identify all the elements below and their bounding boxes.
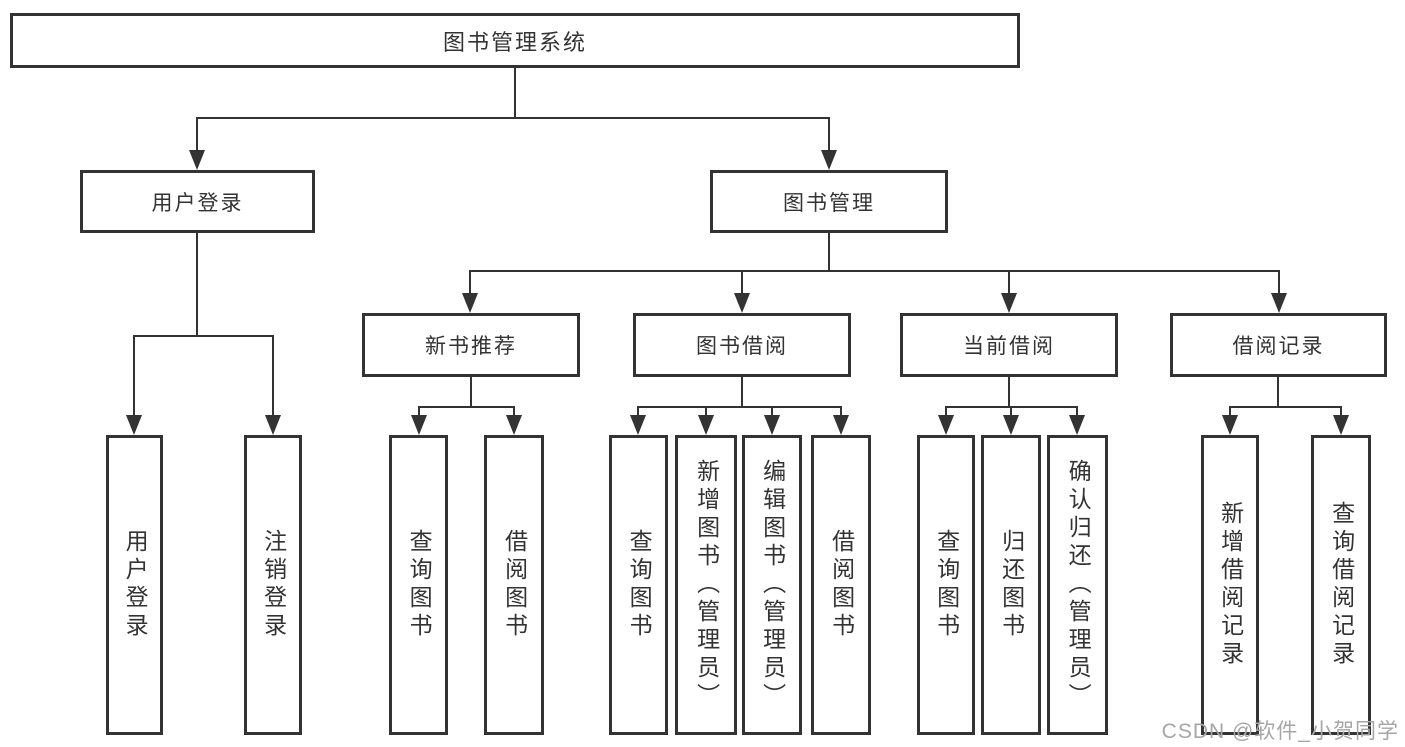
leaf-label: 查询图书 xyxy=(933,529,960,641)
connector-hline xyxy=(418,406,515,408)
connector-vline xyxy=(828,233,830,271)
connector-arrowhead xyxy=(1069,415,1085,435)
leaf-borrow-books-1: 借阅图书 xyxy=(484,435,544,735)
connector-vline xyxy=(1277,377,1279,407)
leaf-label: 确认归还（管理员） xyxy=(1065,459,1092,711)
node-borrow-records: 借阅记录 xyxy=(1170,313,1387,377)
connector-vline xyxy=(637,406,639,416)
connector-vline xyxy=(1340,406,1342,416)
connector-vline xyxy=(1278,270,1280,294)
leaf-user-login: 用户登录 xyxy=(106,435,163,735)
node-book-management: 图书管理 xyxy=(710,170,948,233)
connector-hline xyxy=(637,406,842,408)
leaf-query-books-3: 查询图书 xyxy=(917,435,975,735)
node-library-management-system: 图书管理系统 xyxy=(10,13,1020,68)
leaf-label: 查询借阅记录 xyxy=(1328,501,1355,669)
csdn-watermark: CSDN @软件_小贺同学 xyxy=(1161,720,1399,743)
connector-vline xyxy=(513,406,515,416)
leaf-add-borrow-record: 新增借阅记录 xyxy=(1201,435,1259,735)
leaf-label: 新增图书（管理员） xyxy=(693,459,720,711)
connector-hline xyxy=(469,270,1279,272)
node-label: 当前借阅 xyxy=(963,335,1055,358)
connector-vline xyxy=(469,270,471,294)
node-label: 图书管理 xyxy=(783,191,875,215)
leaf-query-borrow-record: 查询借阅记录 xyxy=(1311,435,1371,735)
connector-arrowhead xyxy=(764,415,780,435)
connector-arrowhead xyxy=(698,415,714,435)
leaf-query-books-2: 查询图书 xyxy=(609,435,668,735)
leaf-borrow-books-2: 借阅图书 xyxy=(811,435,871,735)
connector-vline xyxy=(1229,406,1231,416)
connector-vline xyxy=(470,377,472,407)
leaf-edit-book-admin: 编辑图书（管理员） xyxy=(742,435,802,735)
connector-arrowhead xyxy=(1001,293,1017,313)
leaf-label: 归还图书 xyxy=(998,529,1025,641)
connector-arrowhead xyxy=(462,293,478,313)
connector-vline xyxy=(741,270,743,294)
leaf-label: 查询图书 xyxy=(406,529,433,641)
connector-vline xyxy=(771,406,773,416)
leaf-label: 新增借阅记录 xyxy=(1217,501,1244,669)
connector-vline xyxy=(514,68,516,118)
leaf-label: 注销登录 xyxy=(260,529,287,641)
connector-arrowhead xyxy=(938,415,954,435)
leaf-confirm-return-admin: 确认归还（管理员） xyxy=(1047,435,1108,735)
node-label: 图书借阅 xyxy=(696,335,788,358)
connector-vline xyxy=(840,406,842,416)
leaf-label: 查询图书 xyxy=(626,529,653,641)
connector-arrowhead xyxy=(734,293,750,313)
leaf-query-books-1: 查询图书 xyxy=(389,435,448,735)
connector-vline xyxy=(1076,406,1078,416)
node-label: 用户登录 xyxy=(151,191,244,215)
node-label: 新书推荐 xyxy=(425,335,517,358)
node-new-book-recommend: 新书推荐 xyxy=(362,313,580,377)
connector-vline xyxy=(196,233,198,336)
leaf-label: 借阅图书 xyxy=(501,529,528,641)
connector-hline xyxy=(1229,406,1342,408)
connector-arrowhead xyxy=(833,415,849,435)
leaf-add-book-admin: 新增图书（管理员） xyxy=(675,435,737,735)
connector-vline xyxy=(705,406,707,416)
node-label: 借阅记录 xyxy=(1232,335,1325,358)
connector-arrowhead xyxy=(630,415,646,435)
connector-vline xyxy=(196,117,198,153)
connector-vline xyxy=(272,335,274,415)
connector-arrowhead xyxy=(265,415,281,435)
connector-vline xyxy=(828,117,830,153)
leaf-logout: 注销登录 xyxy=(244,435,302,735)
connector-arrowhead xyxy=(506,415,522,435)
node-user-login: 用户登录 xyxy=(80,170,315,233)
leaf-label: 编辑图书（管理员） xyxy=(759,459,786,711)
connector-vline xyxy=(945,406,947,416)
connector-arrowhead xyxy=(411,415,427,435)
connector-vline xyxy=(1008,270,1010,294)
node-label: 图书管理系统 xyxy=(442,29,587,55)
leaf-return-books: 归还图书 xyxy=(981,435,1041,735)
connector-vline xyxy=(1008,377,1010,407)
node-current-borrow: 当前借阅 xyxy=(900,313,1118,377)
connector-arrowhead xyxy=(1333,415,1349,435)
connector-hline xyxy=(196,117,830,119)
connector-arrowhead xyxy=(821,150,837,170)
connector-hline xyxy=(133,335,274,337)
connector-arrowhead xyxy=(1271,293,1287,313)
node-book-borrow: 图书借阅 xyxy=(633,313,851,377)
connector-vline xyxy=(1010,406,1012,416)
connector-arrowhead xyxy=(126,415,142,435)
connector-vline xyxy=(418,406,420,416)
connector-arrowhead xyxy=(189,150,205,170)
connector-vline xyxy=(133,335,135,415)
connector-vline xyxy=(741,377,743,407)
connector-arrowhead xyxy=(1003,415,1019,435)
leaf-label: 借阅图书 xyxy=(828,529,855,641)
connector-arrowhead xyxy=(1222,415,1238,435)
leaf-label: 用户登录 xyxy=(122,529,149,641)
